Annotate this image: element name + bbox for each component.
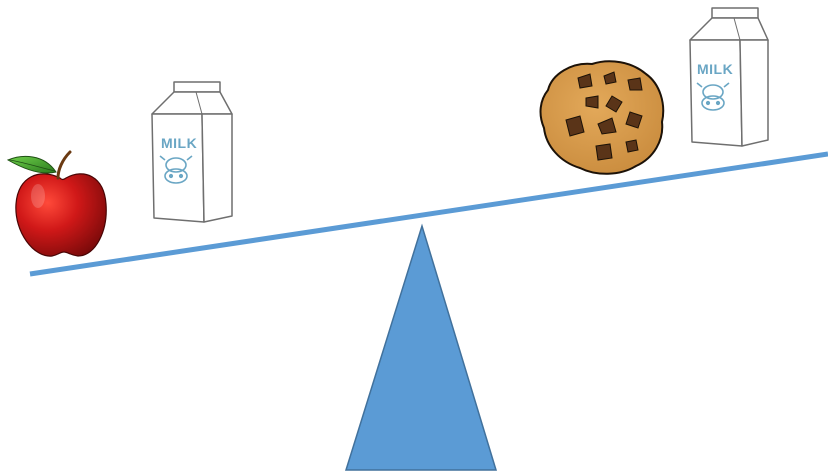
apple-icon: [8, 152, 106, 256]
milk-carton-icon: MILK: [690, 8, 768, 146]
milk-label-left: MILK: [161, 135, 197, 151]
fulcrum-triangle: [346, 226, 496, 470]
milk-carton-icon: MILK: [152, 82, 232, 222]
cookie-icon: [541, 61, 664, 174]
milk-label-right: MILK: [697, 61, 733, 77]
